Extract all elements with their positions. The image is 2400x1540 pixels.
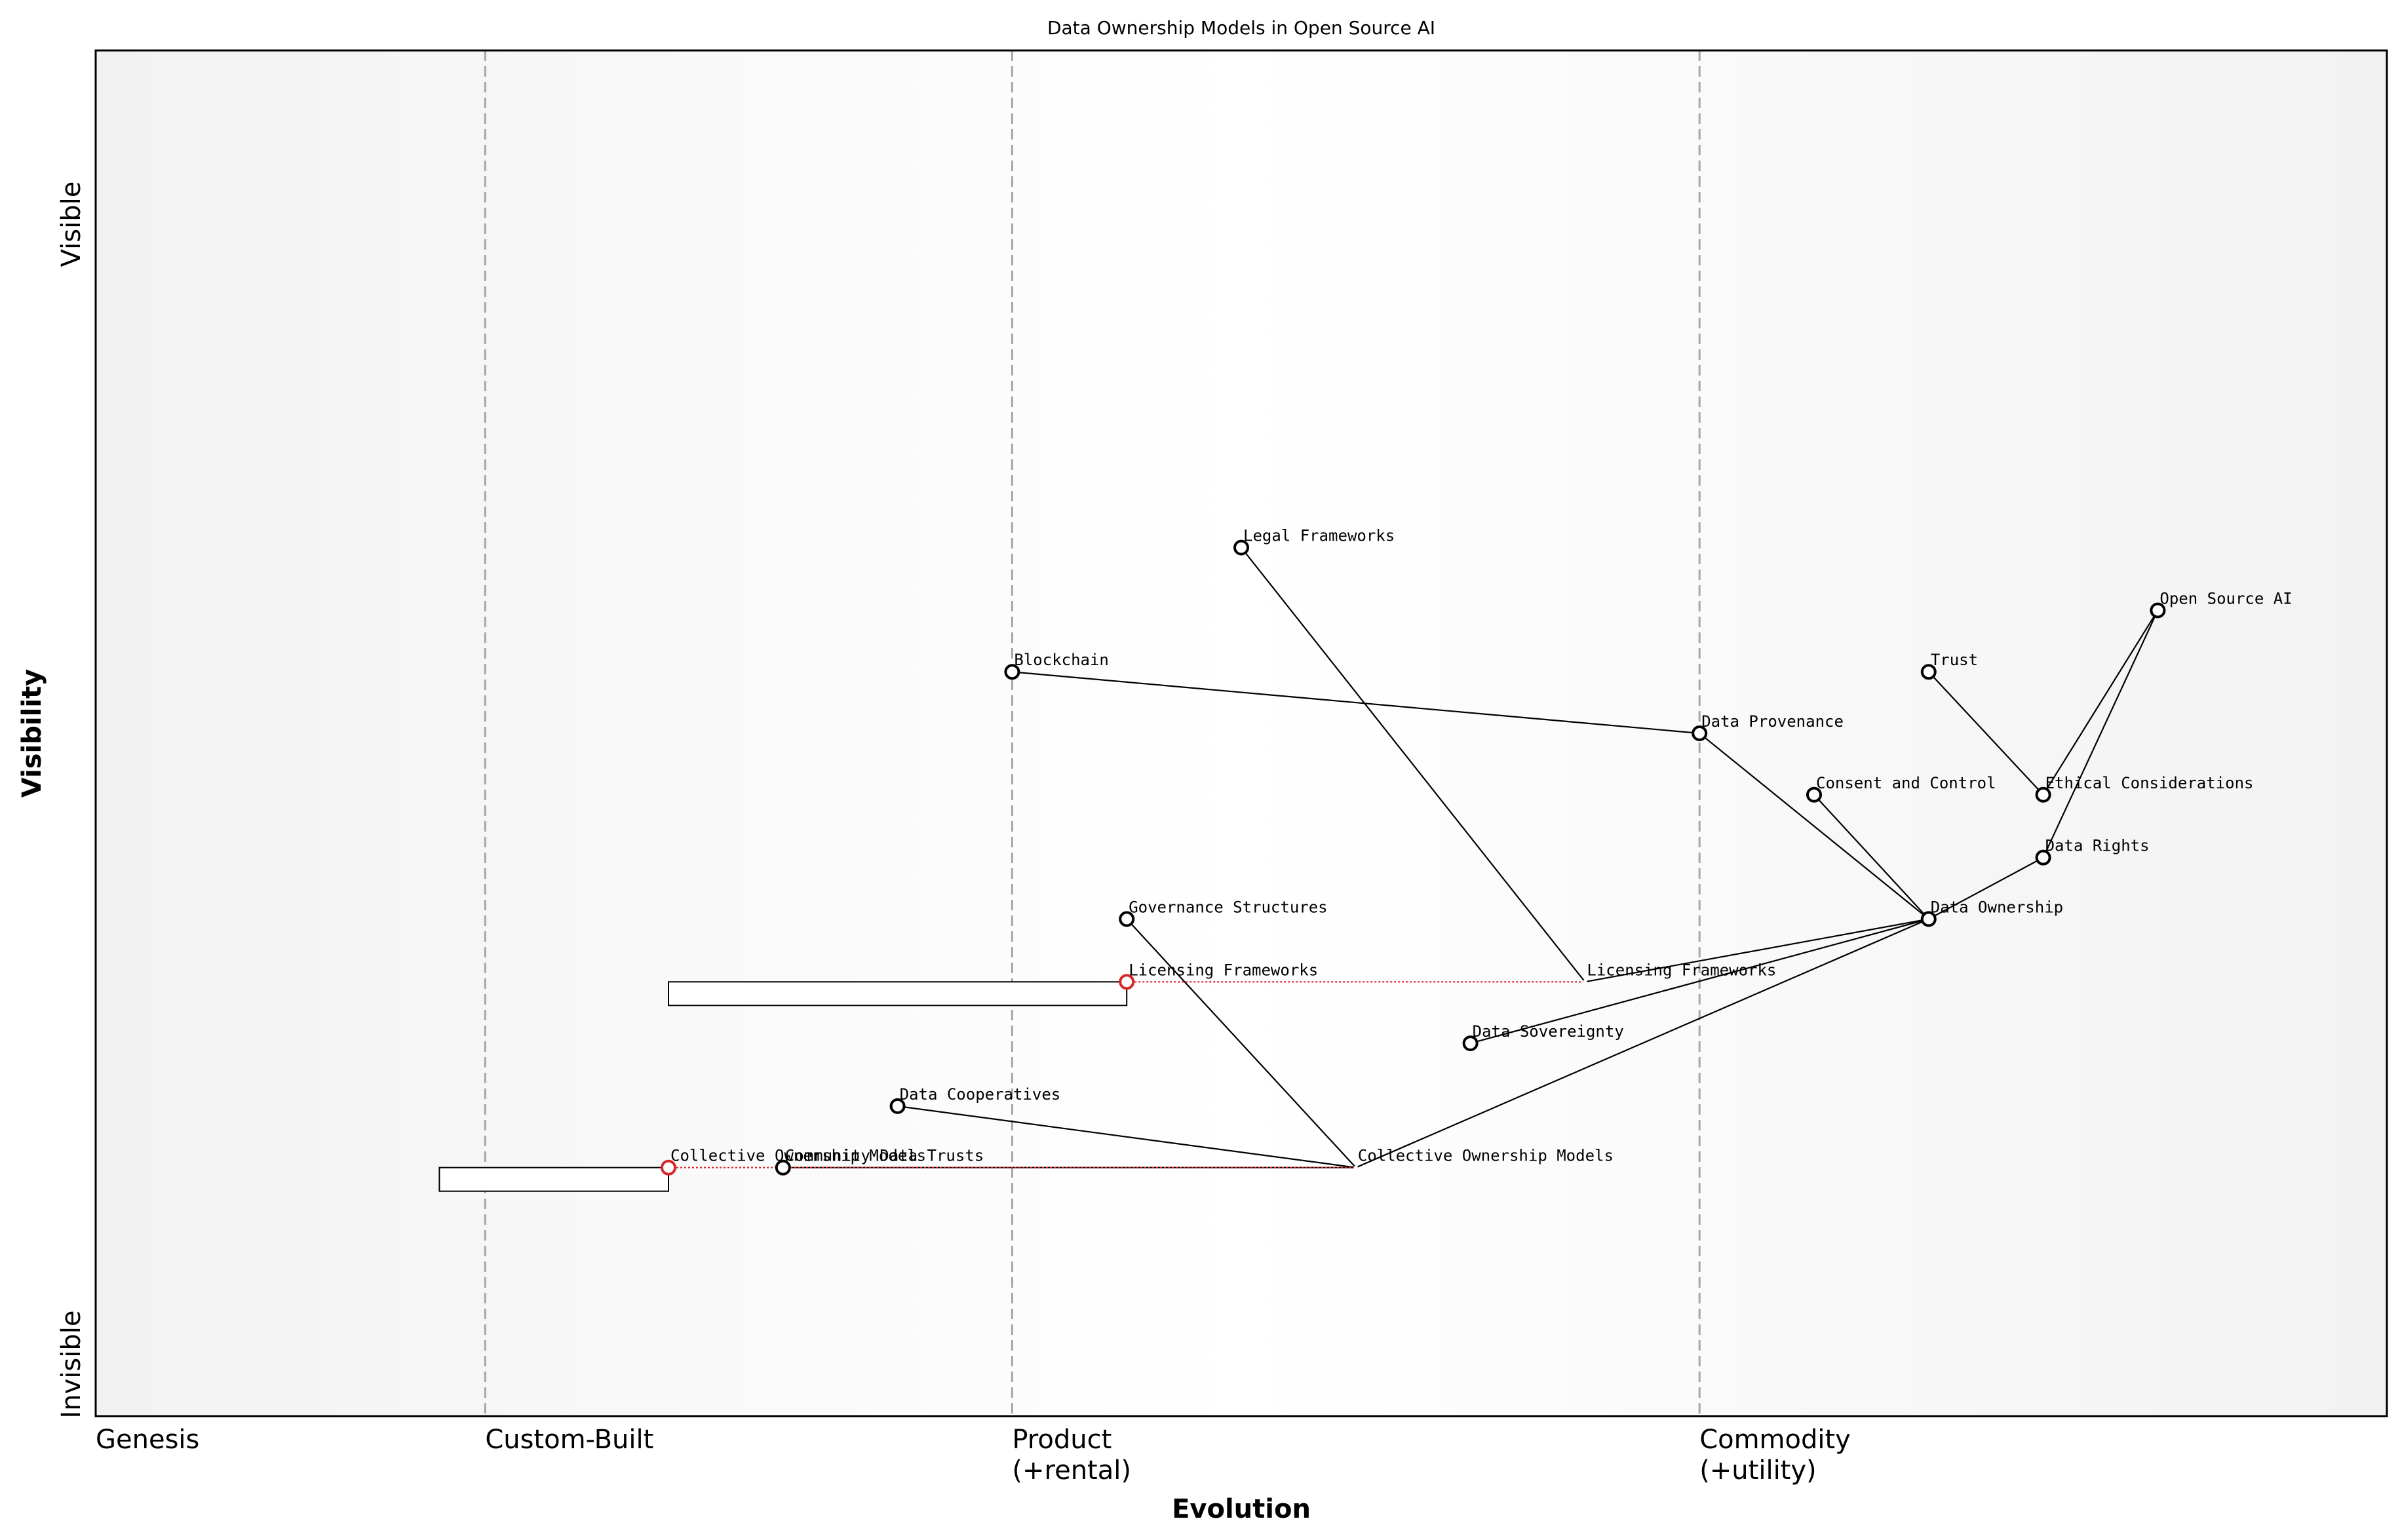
evolve-target-marker-collective-ownership-models bbox=[1353, 1165, 1358, 1170]
pipeline-label-collective-ownership-models: Collective Ownership Models bbox=[670, 1147, 926, 1165]
link-data-cooperatives-to-collective-ownership-models bbox=[897, 1105, 1356, 1168]
x-axis-label: Evolution bbox=[1172, 1494, 1311, 1524]
component-links bbox=[783, 547, 2159, 1168]
link-data-ownership-to-data-sovereignty bbox=[1470, 918, 1929, 1045]
link-data-ownership-to-licensing-frameworks bbox=[1585, 918, 1929, 983]
link-open-source-ai-to-ethical-considerations bbox=[2042, 609, 2159, 796]
link-legal-frameworks-to-licensing-frameworks bbox=[1241, 547, 1586, 982]
component-label-open-source-ai: Open Source AI bbox=[2159, 589, 2292, 607]
component-label-data-cooperatives: Data Cooperatives bbox=[900, 1085, 1061, 1104]
pipeline-box-collective-ownership-models bbox=[438, 1166, 670, 1192]
component-label-community-data-trusts: Community Data Trusts bbox=[785, 1147, 984, 1165]
component-node-legal-frameworks bbox=[1233, 539, 1249, 556]
link-trust-to-ethical-considerations bbox=[1927, 671, 2044, 796]
link-open-source-ai-to-data-rights bbox=[2042, 609, 2159, 858]
pipeline-box-licensing-frameworks bbox=[668, 981, 1128, 1007]
component-node-community-data-trusts bbox=[775, 1159, 791, 1176]
component-label-governance-structures: Governance Structures bbox=[1129, 898, 1327, 916]
component-nodes bbox=[661, 539, 2166, 1176]
component-node-open-source-ai bbox=[2150, 602, 2166, 619]
stage-label-commodity-utility: Commodity(+utility) bbox=[1699, 1425, 1851, 1486]
component-node-blockchain bbox=[1004, 664, 1020, 680]
component-label-collective-ownership-models: Collective Ownership Models bbox=[1358, 1147, 1614, 1165]
link-governance-structures-to-collective-ownership-models bbox=[1126, 918, 1357, 1168]
stage-label-product-rental: Product(+rental) bbox=[1012, 1425, 1131, 1486]
link-data-provenance-to-data-ownership bbox=[1699, 733, 1929, 920]
link-data-ownership-to-collective-ownership-models bbox=[1355, 918, 1929, 1168]
component-label-trust: Trust bbox=[1931, 651, 1978, 669]
pipeline-label-licensing-frameworks: Licensing Frameworks bbox=[1129, 961, 1318, 979]
component-label-blockchain: Blockchain bbox=[1014, 651, 1109, 669]
stage-label-custom-built: Custom-Built bbox=[485, 1425, 653, 1455]
component-label-ethical-considerations: Ethical Considerations bbox=[2045, 774, 2254, 792]
component-node-consent-and-control bbox=[1806, 786, 1822, 803]
evolve-target-marker-licensing-frameworks bbox=[1583, 980, 1587, 984]
component-label-data-provenance: Data Provenance bbox=[1701, 712, 1844, 731]
link-blockchain-to-data-provenance bbox=[1012, 671, 1700, 735]
component-label-consent-and-control: Consent and Control bbox=[1816, 774, 1996, 792]
pipeline-node-collective-ownership-models bbox=[661, 1159, 676, 1176]
component-node-governance-structures bbox=[1119, 911, 1135, 927]
component-label-data-rights: Data Rights bbox=[2045, 837, 2150, 855]
link-consent-and-control-to-data-ownership bbox=[1813, 794, 1929, 920]
visibility-top-label: Visible bbox=[56, 182, 87, 267]
component-node-trust bbox=[1920, 664, 1937, 680]
pipeline-boxes bbox=[438, 981, 1128, 1192]
evolution-stage-labels: Genesis Custom-Built Product(+rental) Commo… bbox=[96, 1425, 1851, 1486]
component-node-data-ownership bbox=[1920, 911, 1937, 927]
component-label-legal-frameworks: Legal Frameworks bbox=[1243, 527, 1395, 545]
pipeline-node-licensing-frameworks bbox=[1119, 974, 1135, 990]
component-label-data-ownership: Data Ownership bbox=[1931, 898, 2063, 916]
link-data-rights-to-data-ownership bbox=[1928, 857, 2044, 920]
plot-area-background bbox=[96, 50, 2387, 1416]
component-label-data-sovereignty: Data Sovereignty bbox=[1473, 1022, 1624, 1041]
stage-label-genesis: Genesis bbox=[96, 1425, 199, 1455]
plot-area-frame bbox=[94, 49, 2388, 1417]
component-label-licensing-frameworks: Licensing Frameworks bbox=[1587, 961, 1776, 979]
component-node-data-cooperatives bbox=[889, 1098, 906, 1114]
component-node-data-provenance bbox=[1692, 725, 1708, 741]
visibility-bottom-label: Invisible bbox=[56, 1311, 87, 1419]
component-node-data-rights bbox=[2035, 849, 2051, 866]
chart-title: Data Ownership Models in Open Source AI bbox=[1047, 17, 1435, 39]
component-node-data-sovereignty bbox=[1462, 1035, 1479, 1052]
component-node-ethical-considerations bbox=[2035, 786, 2051, 803]
y-axis-label: Visibility bbox=[17, 669, 47, 798]
